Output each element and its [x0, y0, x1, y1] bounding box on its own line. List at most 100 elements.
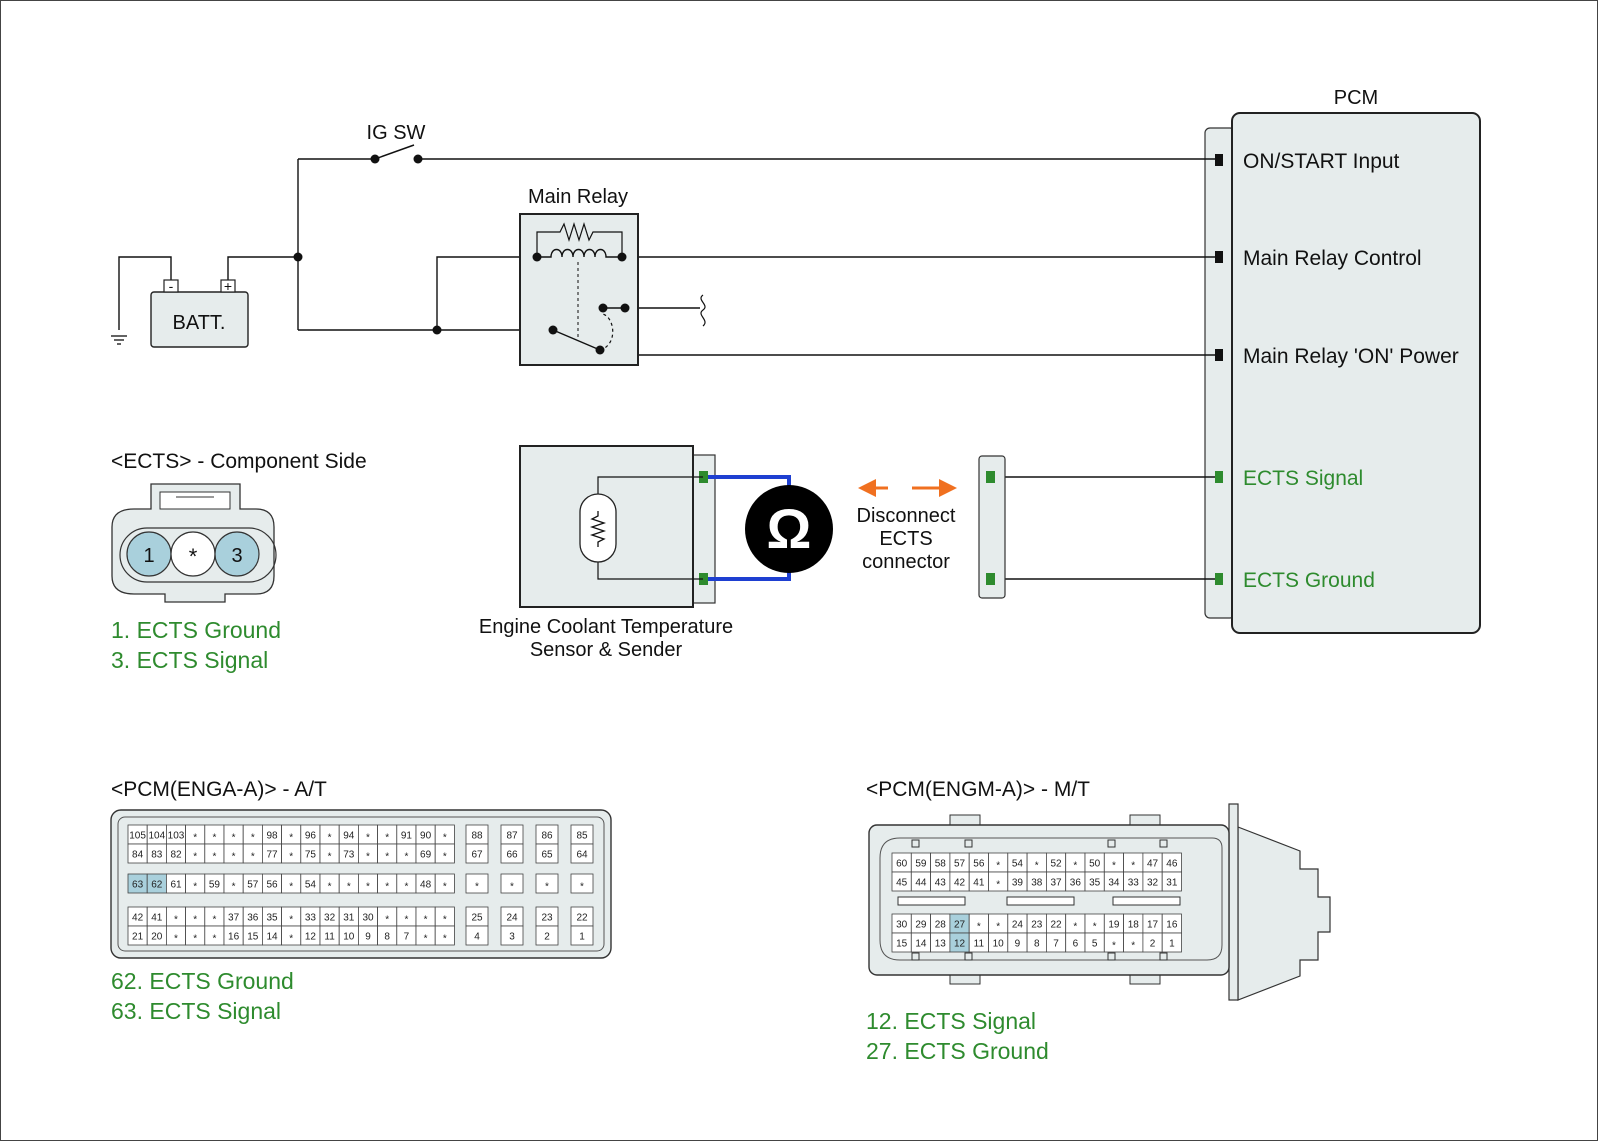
pcm-at-pin: 23 [541, 913, 553, 924]
pcm-mt-pin: 58 [935, 859, 947, 870]
pcm-mt-pin: 52 [1050, 859, 1062, 870]
pcm-mt-pin: 19 [1108, 920, 1120, 931]
pcm-mt-pin: * [1112, 941, 1116, 952]
pcm-at-pin: 41 [151, 913, 163, 924]
ects-pin-2-label: * [189, 544, 198, 569]
relay-power-wire [624, 308, 1215, 356]
pcm-at-pin: * [580, 882, 584, 893]
pcm-at-pin: * [385, 915, 389, 926]
pcm-at-pin: * [174, 934, 178, 945]
pcm-mt-pin: * [977, 922, 981, 933]
pcm-mt-pin: 44 [915, 878, 927, 889]
pcm-at-pin: * [232, 833, 236, 844]
ects-legend-1: 1. ECTS Ground [111, 617, 281, 643]
pcm-mt-pin: * [1073, 861, 1077, 872]
ects-legend-2: 3. ECTS Signal [111, 647, 268, 673]
ects-connector-view: <ECTS> - Component Side 1 * 3 1. ECTS Gr… [111, 450, 367, 673]
pcm-at-pin: * [443, 915, 447, 926]
pcm-at-pin: 42 [132, 913, 144, 924]
ects-connector-latch [159, 491, 231, 510]
pcm-at-pin-cell [570, 925, 594, 946]
pcm-mt-pin: 38 [1031, 878, 1043, 889]
pcm-at-pin: 56 [266, 880, 278, 891]
pcm-at-pin-cell [570, 843, 594, 864]
sensor-pin-signal [699, 471, 708, 483]
pcm-mt-pin: 33 [1128, 878, 1140, 889]
pcm-at-pin: 33 [305, 913, 317, 924]
pcm-mt-pin: 14 [915, 939, 927, 950]
relay-contact-blade [552, 329, 601, 351]
pcm-mt-pin: 54 [1012, 859, 1024, 870]
pcm-mt-legend-2: 27. ECTS Ground [866, 1038, 1049, 1064]
disconnect-line2: ECTS [879, 528, 932, 550]
pcm-mt-pin: 17 [1147, 920, 1159, 931]
pcm-mt-pin: * [996, 861, 1000, 872]
pcm-at-pin: 14 [266, 932, 278, 943]
pcm-pin-relay-control [1215, 251, 1223, 263]
pcm-mt-pin: 23 [1031, 920, 1043, 931]
pcm-at-pin: 94 [343, 831, 355, 842]
pcm-at-pin: 24 [506, 913, 518, 924]
pcm-at-pin: 88 [471, 831, 483, 842]
pcm-at-pin: * [366, 833, 370, 844]
pcm-at-pin: 20 [151, 932, 163, 943]
pcm-mt-pin: * [1073, 922, 1077, 933]
pcm-at-pin: 10 [343, 932, 355, 943]
pcm-module: PCM ON/START Input Main Relay Control Ma… [1204, 87, 1481, 634]
pcm-mt-pin-cell [1161, 871, 1182, 892]
pcm-at-pin: * [212, 833, 216, 844]
pcm-at-pin-cell [465, 925, 489, 946]
pcm-at-pin: * [385, 833, 389, 844]
pcm-mt-pin: 15 [896, 939, 908, 950]
harness-connector [978, 455, 1006, 599]
pcm-at-pin-cell [500, 843, 524, 864]
harness-pin-ground [986, 573, 995, 585]
pcm-at-pin-cell [535, 843, 559, 864]
pcm-mt-pin: 10 [993, 939, 1005, 950]
pcm-at-pin: 64 [576, 850, 588, 861]
pcm-mt-pin: 46 [1166, 859, 1178, 870]
pcm-at-pin: * [232, 882, 236, 893]
pcm-mt-pin: 16 [1166, 920, 1178, 931]
pcm-at-pin: * [212, 934, 216, 945]
pcm-at-pin: * [328, 852, 332, 863]
pcm-at-pin: 35 [266, 913, 278, 924]
pcm-mt-pin: 35 [1089, 878, 1101, 889]
pcm-at-pin: 67 [471, 850, 483, 861]
main-relay: Main Relay [519, 186, 639, 366]
pcm-at-pin: 77 [266, 850, 278, 861]
disconnect-line3: connector [862, 551, 950, 573]
pcm-at-pin: 104 [148, 831, 165, 842]
pcm-mt-flange [1228, 803, 1239, 1001]
thermistor-icon [579, 493, 617, 563]
pcm-at-pin: * [443, 882, 447, 893]
pcm-at-legend-2: 63. ECTS Signal [111, 998, 281, 1024]
main-relay-label: Main Relay [528, 186, 628, 208]
pcm-at-pin: * [289, 915, 293, 926]
pcm-at-pin: 12 [305, 932, 317, 943]
pcm-at-pin: * [545, 882, 549, 893]
switch-blade [374, 144, 415, 160]
pcm-at-pin: 62 [151, 880, 163, 891]
battery-label: BATT. [173, 312, 226, 334]
pcm-mt-pin: 41 [973, 878, 985, 889]
pcm-mt-pin: 57 [954, 859, 966, 870]
ects-pin-3-label: 3 [231, 545, 242, 567]
pcm-at-pin: * [404, 852, 408, 863]
ohmmeter: Ω [708, 475, 833, 581]
pcm-at-pin: * [347, 882, 351, 893]
pcm-mt-pin: 5 [1092, 939, 1098, 950]
pcm-at-pin: 65 [541, 850, 553, 861]
ohm-symbol: Ω [767, 497, 812, 560]
disconnect-note: Disconnect ECTS connector [857, 455, 1006, 599]
pcm-at-pin: 59 [209, 880, 221, 891]
pcm-mt-pin: 29 [915, 920, 927, 931]
pcm-mt-pin: 39 [1012, 878, 1024, 889]
pcm-at-pin: * [289, 882, 293, 893]
pcm-mt-pin: 50 [1089, 859, 1101, 870]
